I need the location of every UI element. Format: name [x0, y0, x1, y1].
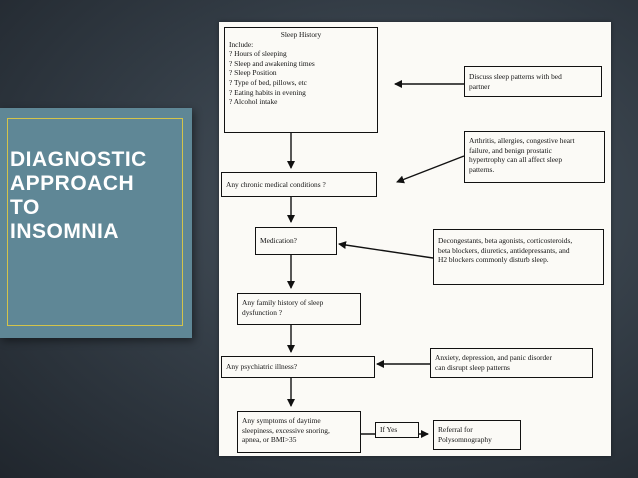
medication-note-box: Decongestants, beta agonists, corticoste… — [433, 229, 604, 285]
arrow-conditions-to-chronic — [396, 155, 465, 184]
chronic-question-box: Any chronic medical conditions ? — [221, 172, 377, 197]
daytime-symptoms-box: Any symptoms of daytime sleepiness, exce… — [237, 411, 361, 453]
family-history-box: Any family history of sleep dysfunction … — [237, 293, 361, 325]
question-text: Any symptoms of daytime — [242, 416, 321, 425]
flowchart-image: Sleep History Include: ? Hours of sleepi… — [219, 22, 611, 456]
question-text: Medication? — [260, 236, 297, 245]
question-text: dysfunction ? — [242, 307, 283, 317]
note-line: Discuss sleep patterns with bed — [469, 72, 562, 81]
note-line: Arthritis, allergies, congestive heart — [469, 136, 575, 145]
sleep-history-line: ? Hours of sleeping — [229, 49, 287, 59]
if-yes-label: If Yes — [380, 425, 398, 434]
sleep-history-line: Include: — [229, 39, 254, 49]
discuss-partner-box: Discuss sleep patterns with bed partner — [464, 66, 602, 97]
title-panel: DIAGNOSTIC APPROACH TO INSOMNIA — [0, 108, 192, 338]
question-text: Any family history of sleep — [242, 298, 324, 307]
note-line: Anxiety, depression, and panic disorder — [435, 353, 552, 362]
sleep-history-line: ? Sleep and awakening times — [229, 58, 315, 68]
psychiatric-note-box: Anxiety, depression, and panic disorder … — [430, 348, 593, 378]
note-line: Decongestants, beta agonists, corticoste… — [438, 236, 573, 245]
chronic-conditions-note-box: Arthritis, allergies, congestive heart f… — [464, 131, 605, 183]
sleep-history-line: ? Sleep Position — [229, 68, 277, 78]
psychiatric-question-box: Any psychiatric illness? — [221, 356, 375, 378]
question-text: Any chronic medical conditions ? — [226, 180, 326, 189]
note-line: beta blockers, diuretics, antidepressant… — [438, 245, 570, 255]
note-line: partner — [469, 81, 490, 91]
referral-text: Referral for — [438, 425, 473, 434]
medication-box: Medication? — [255, 227, 337, 255]
sleep-history-box: Sleep History Include: ? Hours of sleepi… — [224, 27, 378, 133]
referral-box: Referral for Polysomnography — [433, 420, 521, 450]
note-line: failure, and benign prostatic — [469, 145, 552, 155]
note-line: hypertrophy can all affect sleep — [469, 155, 563, 165]
arrow-drugs-to-medication — [338, 241, 434, 259]
note-line: H2 blockers commonly disturb sleep. — [438, 255, 549, 265]
referral-text: Polysomnography — [438, 434, 492, 444]
question-text: sleepiness, excessive snoring, — [242, 425, 330, 435]
slide-title: DIAGNOSTIC APPROACH TO INSOMNIA — [10, 148, 147, 243]
sleep-history-line: ? Eating habits in evening — [229, 87, 306, 97]
question-text: Any psychiatric illness? — [226, 362, 298, 371]
note-line: can disrupt sleep patterns — [435, 362, 510, 372]
question-text: apnea, or BMI>35 — [242, 435, 297, 445]
sleep-history-line: ? Alcohol intake — [229, 97, 278, 107]
title-frame — [7, 118, 183, 326]
sleep-history-line: ? Type of bed, pillows, etc — [229, 77, 307, 87]
sleep-history-heading: Sleep History — [280, 30, 322, 39]
note-line: patterns. — [469, 164, 495, 174]
if-yes-box: If Yes — [375, 422, 419, 438]
